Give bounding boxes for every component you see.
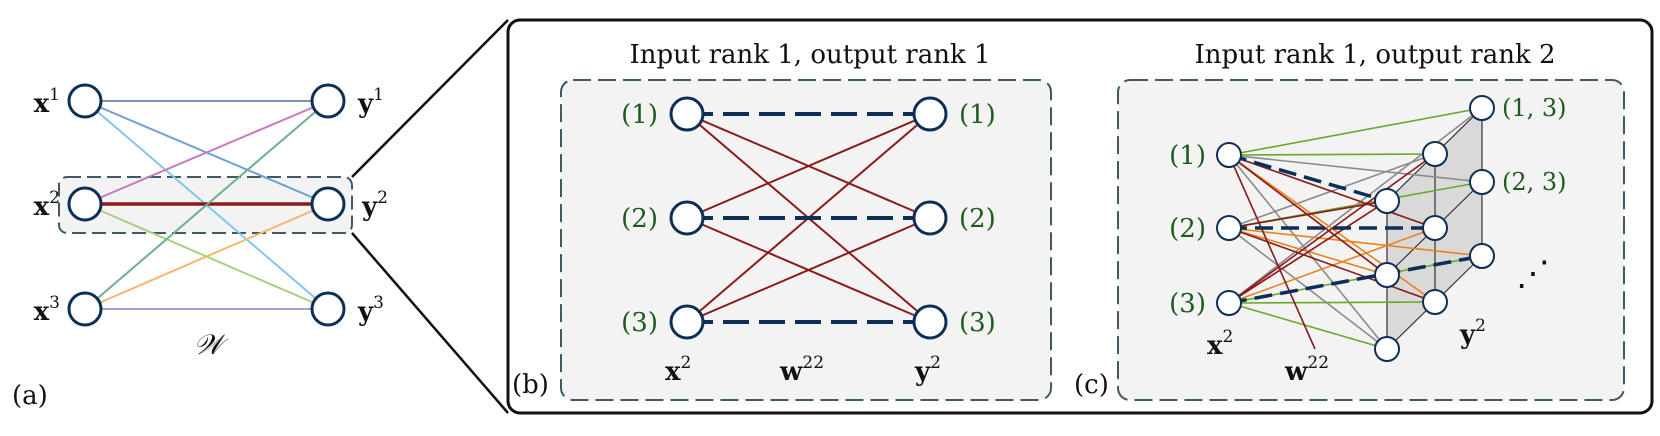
node-x3 [67,291,103,327]
node-y1 [310,83,346,119]
label-y2: y2 [361,188,388,222]
label-y1: y1 [357,85,384,119]
index-b-right-1: (1) [959,100,996,130]
edge-b-3-2 [686,217,931,323]
node-c-out-1-1 [1374,188,1400,214]
panel-a: x1 x2 x3 y1 y2 y3 𝒲 (a) [12,83,388,411]
index-c-left-1: (1) [1169,141,1206,171]
label-b-x2: x2 [665,353,691,387]
label-b-w22: w22 [779,353,824,387]
node-b-right-1 [912,96,948,132]
label-y3: y3 [357,293,384,327]
node-c-out-3-3 [1469,243,1495,269]
index-c-left-3: (3) [1169,289,1206,319]
panel-c-dashed-edges [1228,153,1483,305]
zoom-line-top [351,19,509,178]
zoom-frame [506,18,1654,415]
index-b-left-2: (2) [621,204,658,234]
node-x1 [67,83,103,119]
label-x3: x3 [34,293,60,327]
index-b-right-3: (3) [959,308,996,338]
label-x2: x2 [34,188,60,222]
label-b-y2: y2 [914,353,941,387]
ellipsis-c: ⋰ [1516,254,1550,294]
index-b-right-2: (2) [959,204,996,234]
panel-b: Input rank 1, output rank 1 (1) (2) (3) … [512,40,1052,401]
node-b-left-3 [669,304,705,340]
edge-x3-y1 [84,100,329,310]
node-c-out-3-2 [1422,289,1448,315]
label-x1: x1 [34,85,60,119]
index-c-left-2: (2) [1169,214,1206,244]
node-c-out-2-3 [1469,169,1495,195]
panel-c-title: Input rank 1, output rank 2 [1194,40,1555,70]
edge-x3-y2 [84,203,329,310]
panel-tag-c: (c) [1074,370,1109,400]
index-c-right-1-3: (1, 3) [1502,94,1567,122]
panel-c: Input rank 1, output rank 2 [1074,40,1625,401]
edge-x2-y1 [84,100,329,205]
panel-a-edges [84,100,329,310]
node-c-out-1-3 [1469,95,1495,121]
node-b-left-2 [669,200,705,236]
panel-tag-a: (a) [12,381,48,411]
node-c-left-2 [1216,215,1242,241]
index-b-left-3: (3) [621,308,658,338]
panel-c-edges [1228,107,1483,350]
node-b-right-3 [912,304,948,340]
node-y3 [310,291,346,327]
zoom-line-bottom [351,232,509,414]
node-x2 [67,186,103,222]
index-c-right-2-3: (2, 3) [1502,168,1567,196]
weight-label-W: 𝒲 [193,328,229,361]
node-c-out-1-2 [1422,141,1448,167]
edge-b-2-1 [686,113,931,219]
node-c-left-1 [1216,142,1242,168]
node-c-out-2-1 [1374,262,1400,288]
node-y2 [310,186,346,222]
node-c-out-2-2 [1422,215,1448,241]
index-b-left-1: (1) [621,100,658,130]
label-c-w22: w22 [1284,353,1329,387]
label-c-x2: x2 [1207,327,1233,361]
panel-b-title: Input rank 1, output rank 1 [629,40,990,70]
node-b-right-2 [912,200,948,236]
panel-tag-b: (b) [512,370,549,400]
panel-b-edges [686,112,931,324]
label-c-y2: y2 [1459,316,1486,350]
node-b-left-1 [669,96,705,132]
node-c-out-3-1 [1374,336,1400,362]
node-c-left-3 [1216,290,1242,316]
